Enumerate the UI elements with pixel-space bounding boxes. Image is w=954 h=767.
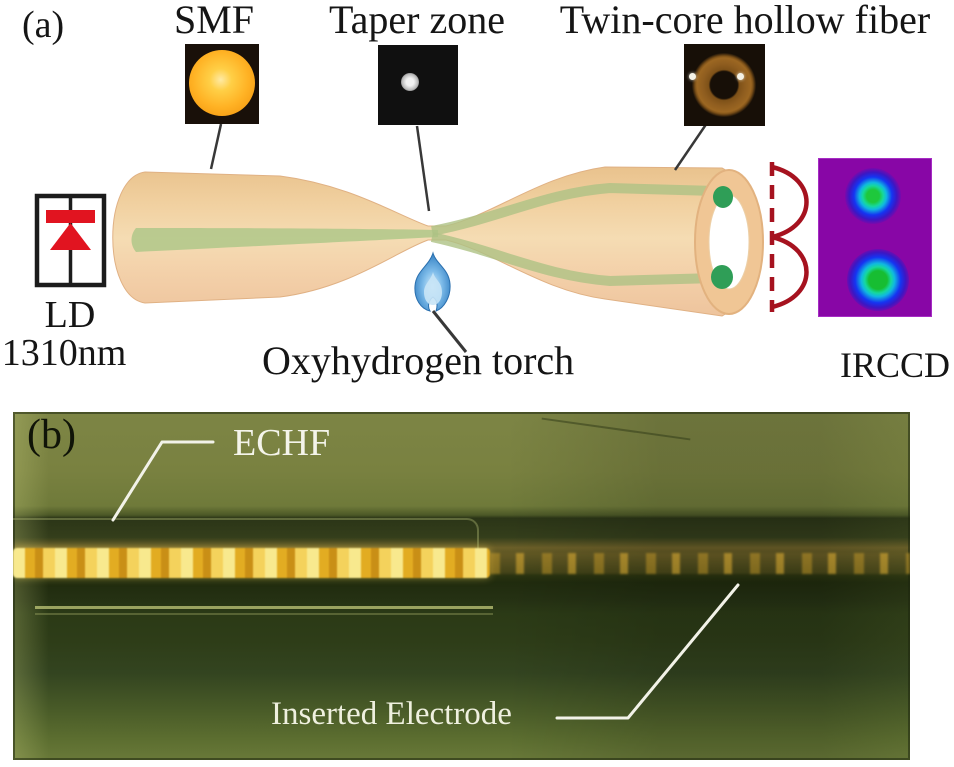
fiber-core-left — [131, 228, 438, 252]
twin-core-dot-bottom — [711, 265, 733, 289]
core-dot-right — [737, 73, 744, 80]
smf-glow-spot — [189, 50, 255, 116]
capillary-end-outline — [13, 518, 479, 556]
electrode-label: Inserted Electrode — [271, 696, 512, 732]
mode-spot-top — [845, 168, 901, 224]
smf-label: SMF — [173, 0, 255, 42]
mode-profile-curves — [769, 162, 809, 312]
taper-core-spot — [401, 73, 419, 91]
torch-flame-icon — [414, 251, 451, 312]
echf-label: ECHF — [233, 422, 331, 464]
electrode-reflection-dim — [490, 553, 910, 574]
electrode-leader-line — [555, 583, 740, 720]
smf-facet-image — [185, 44, 259, 124]
taper-leader-line — [415, 125, 431, 212]
echf-leader-line — [111, 440, 215, 522]
torch-leader-line — [431, 310, 468, 353]
core-dot-left — [689, 73, 696, 80]
taper-facet-image — [378, 45, 458, 125]
laser-diode-label: LD — [44, 294, 96, 336]
photo-annotations — [111, 440, 740, 720]
hollow-fiber-ring — [691, 52, 757, 118]
fiber-core-lower — [430, 232, 717, 287]
twin-core-leader-line — [673, 122, 709, 171]
laser-diode-icon — [34, 193, 107, 288]
irccd-label: IRCCD — [840, 345, 951, 385]
capillary-lower-edge-faint — [35, 613, 493, 615]
twin-core-dot-top — [713, 186, 733, 208]
panel-b-photo: (b) ECHF Inserted Electrode — [13, 412, 910, 760]
taper-zone-label: Taper zone — [329, 0, 505, 42]
fiber-core-upper — [431, 182, 717, 236]
capillary-lower-edge — [35, 606, 493, 609]
irccd-capture-image — [818, 158, 932, 317]
torch-label: Oxyhydrogen torch — [262, 338, 575, 383]
mode-spot-bottom — [847, 249, 909, 311]
twin-core-label: Twin-core hollow fiber — [559, 0, 931, 42]
laser-wavelength-label: 1310nm — [1, 332, 127, 374]
electrode-reflection-bright — [13, 548, 490, 578]
twin-core-facet-image — [684, 44, 765, 126]
panel-a-label: (a) — [22, 4, 65, 46]
smf-leader-line — [209, 123, 223, 170]
panel-b-label: (b) — [27, 412, 76, 458]
setup-schematic — [34, 122, 809, 353]
